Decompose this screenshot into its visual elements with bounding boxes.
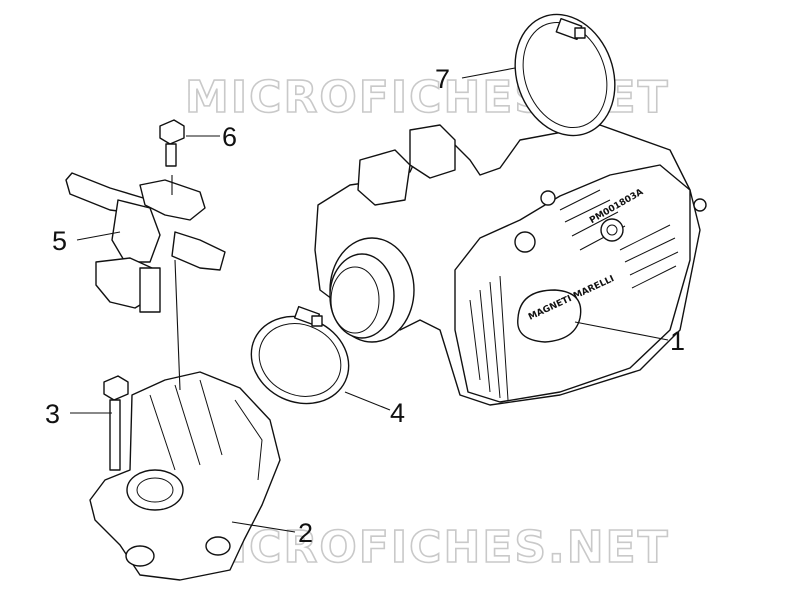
alignment-line xyxy=(171,175,181,391)
bolt-lower xyxy=(103,375,129,471)
callout-4: 4 xyxy=(390,398,405,428)
callout-5: 5 xyxy=(52,226,67,256)
leader-7 xyxy=(461,67,516,79)
fuel-injector xyxy=(65,172,226,313)
hose-clamp-lower xyxy=(250,305,350,405)
bolt-upper xyxy=(159,119,185,167)
callout-1: 1 xyxy=(670,326,685,356)
hose-clamp-upper xyxy=(514,13,616,137)
watermark-bottom: MICROFICHES.NET xyxy=(185,522,670,573)
leader-2 xyxy=(231,521,296,533)
leader-4 xyxy=(344,391,391,411)
leader-1 xyxy=(574,321,669,341)
callout-7: 7 xyxy=(435,64,450,94)
intake-manifold xyxy=(89,371,281,581)
throttle-body: MAGNETI MARELLI PM001803A xyxy=(314,124,707,406)
callout-6: 6 xyxy=(222,122,237,152)
callout-3: 3 xyxy=(45,399,60,429)
leader-5 xyxy=(76,231,121,241)
callout-2: 2 xyxy=(298,518,313,548)
